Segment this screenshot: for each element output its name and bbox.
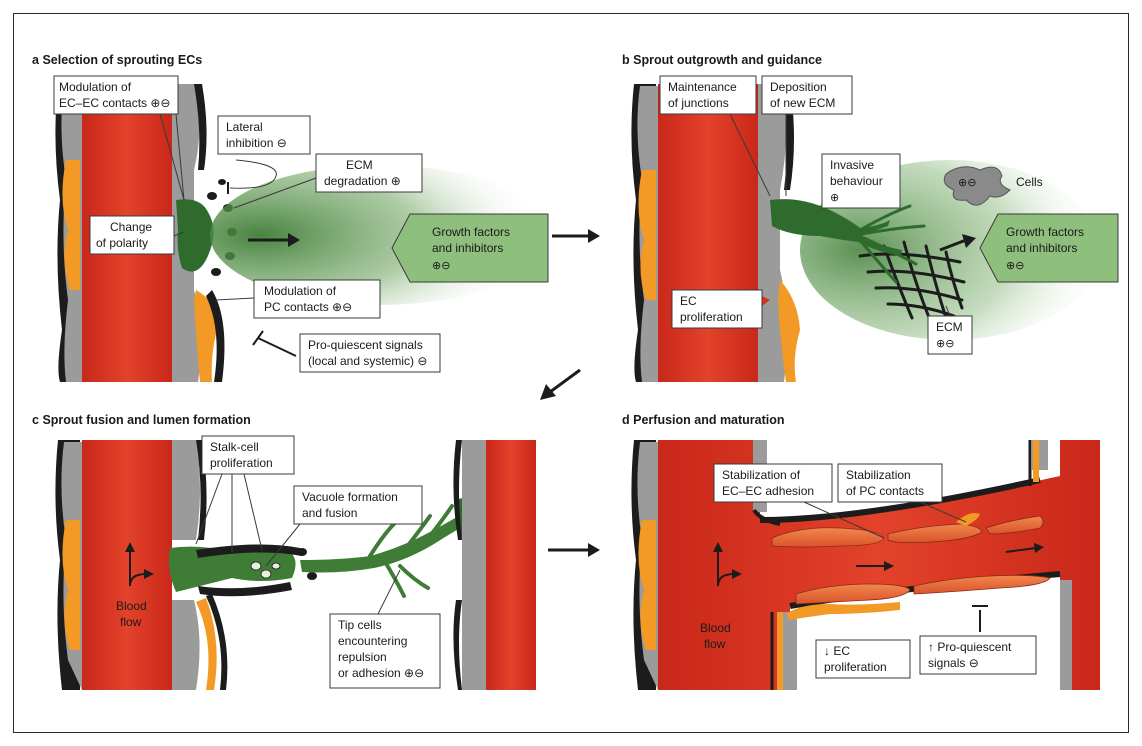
svg-text:d Perfusion and maturation: d Perfusion and maturation: [622, 413, 785, 427]
panel-a-title: Selection of sprouting ECs: [42, 53, 202, 67]
svg-text:Pro-quiescent signals: Pro-quiescent signals: [308, 338, 423, 352]
svg-text:and fusion: and fusion: [302, 506, 357, 520]
label-lateral-inhibition: Lateral inhibition ⊖: [218, 116, 310, 154]
arrow-a-to-b: [552, 229, 600, 243]
svg-text:(local and systemic) ⊖: (local and systemic) ⊖: [308, 354, 427, 368]
arrow-b-to-c: [540, 370, 580, 400]
svg-text:inhibition ⊖: inhibition ⊖: [226, 136, 287, 150]
label-stalk-cell: Stalk-cell proliferation: [196, 436, 294, 552]
label-ec-proliferation-b: EC proliferation: [672, 290, 762, 328]
label-growth-factors-b: Growth factors and inhibitors ⊕⊖: [980, 214, 1118, 282]
panel-d-title: Perfusion and maturation: [633, 413, 784, 427]
svg-text:↑ Pro-quiescent: ↑ Pro-quiescent: [928, 640, 1012, 654]
svg-text:Tip cells: Tip cells: [338, 618, 382, 632]
svg-text:flow: flow: [704, 637, 726, 651]
svg-text:encountering: encountering: [338, 634, 407, 648]
svg-text:of polarity: of polarity: [96, 236, 148, 250]
svg-text:Stabilization: Stabilization: [846, 468, 911, 482]
svg-text:proliferation: proliferation: [824, 660, 887, 674]
svg-text:proliferation: proliferation: [680, 310, 743, 324]
svg-text:a Selection of sprouting ECs: a Selection of sprouting ECs: [32, 53, 202, 67]
panel-c: c Sprout fusion and lumen formation: [32, 413, 536, 690]
cells-label: Cells: [1016, 175, 1043, 189]
svg-text:flow: flow: [120, 615, 142, 629]
panel-d: d Perfusion and maturation: [622, 413, 1100, 690]
label-ec-proliferation-d: ↓ EC proliferation: [816, 640, 910, 678]
svg-text:Blood: Blood: [116, 599, 147, 613]
svg-text:Vacuole formation: Vacuole formation: [302, 490, 398, 504]
svg-text:⊕⊖: ⊕⊖: [1006, 259, 1024, 272]
svg-text:↓ EC: ↓ EC: [824, 644, 850, 658]
svg-text:Stabilization of: Stabilization of: [722, 468, 801, 482]
svg-text:EC–EC adhesion: EC–EC adhesion: [722, 484, 814, 498]
label-invasive-behaviour: Invasive behaviour ⊕: [822, 154, 900, 208]
svg-text:and inhibitors: and inhibitors: [1006, 241, 1077, 255]
label-pro-quiescent-d: ↑ Pro-quiescent signals ⊖: [920, 636, 1036, 674]
panel-c-title: Sprout fusion and lumen formation: [42, 413, 250, 427]
vessel-lumen-b: [658, 84, 758, 382]
svg-text:⊕: ⊕: [830, 191, 839, 204]
panel-a-letter: a: [32, 53, 40, 67]
tip-cell: [176, 199, 214, 271]
svg-text:EC: EC: [680, 294, 697, 308]
svg-text:Deposition: Deposition: [770, 80, 827, 94]
svg-text:behaviour: behaviour: [830, 174, 883, 188]
svg-text:Growth factors: Growth factors: [1006, 225, 1084, 239]
panel-a: a Selection of sprouting ECs: [32, 53, 550, 382]
svg-text:or adhesion ⊕⊖: or adhesion ⊕⊖: [338, 666, 424, 680]
svg-text:of PC contacts: of PC contacts: [846, 484, 924, 498]
svg-text:Lateral: Lateral: [226, 120, 263, 134]
svg-text:b Sprout outgrowth and guidanc: b Sprout outgrowth and guidance: [622, 53, 822, 67]
svg-text:⊕⊖: ⊕⊖: [936, 337, 954, 350]
panel-b-title: Sprout outgrowth and guidance: [633, 53, 822, 67]
svg-text:Modulation of: Modulation of: [264, 284, 337, 298]
svg-text:Maintenance: Maintenance: [668, 80, 737, 94]
label-growth-factors-a: Growth factors and inhibitors ⊕⊖: [392, 214, 548, 282]
svg-text:of new ECM: of new ECM: [770, 96, 835, 110]
arrow-c-to-d: [548, 543, 600, 557]
pro-quiescent-arrow: [258, 338, 296, 356]
svg-text:Invasive: Invasive: [830, 158, 874, 172]
svg-text:of junctions: of junctions: [668, 96, 729, 110]
svg-text:EC–EC contacts ⊕⊖: EC–EC contacts ⊕⊖: [59, 96, 170, 110]
svg-text:c Sprout fusion and lumen form: c Sprout fusion and lumen formation: [32, 413, 251, 427]
svg-text:proliferation: proliferation: [210, 456, 273, 470]
svg-text:⊕⊖: ⊕⊖: [432, 259, 450, 272]
svg-text:Stalk-cell: Stalk-cell: [210, 440, 259, 454]
svg-text:ECM: ECM: [346, 158, 373, 172]
panel-b: b Sprout outgrowth and guidance: [622, 53, 1118, 382]
svg-text:PC contacts ⊕⊖: PC contacts ⊕⊖: [264, 300, 352, 314]
label-pro-quiescent-a: Pro-quiescent signals (local and systemi…: [300, 334, 440, 372]
svg-text:degradation ⊕: degradation ⊕: [324, 174, 401, 188]
label-change-polarity: Change of polarity: [90, 216, 184, 254]
cells-symbol: ⊕⊖: [958, 176, 976, 189]
svg-text:Change: Change: [110, 220, 152, 234]
panel-d-letter: d: [622, 413, 630, 427]
svg-text:repulsion: repulsion: [338, 650, 387, 664]
panel-c-letter: c: [32, 413, 39, 427]
svg-text:signals ⊖: signals ⊖: [928, 656, 979, 670]
svg-text:ECM: ECM: [936, 320, 963, 334]
label-pc-contacts: Modulation of PC contacts ⊕⊖: [216, 280, 380, 318]
svg-text:Growth factors: Growth factors: [432, 225, 510, 239]
panel-b-letter: b: [622, 53, 630, 67]
label-tip-cells: Tip cells encountering repulsion or adhe…: [330, 570, 440, 688]
svg-text:Blood: Blood: [700, 621, 731, 635]
svg-text:and inhibitors: and inhibitors: [432, 241, 503, 255]
svg-text:Modulation of: Modulation of: [59, 80, 132, 94]
